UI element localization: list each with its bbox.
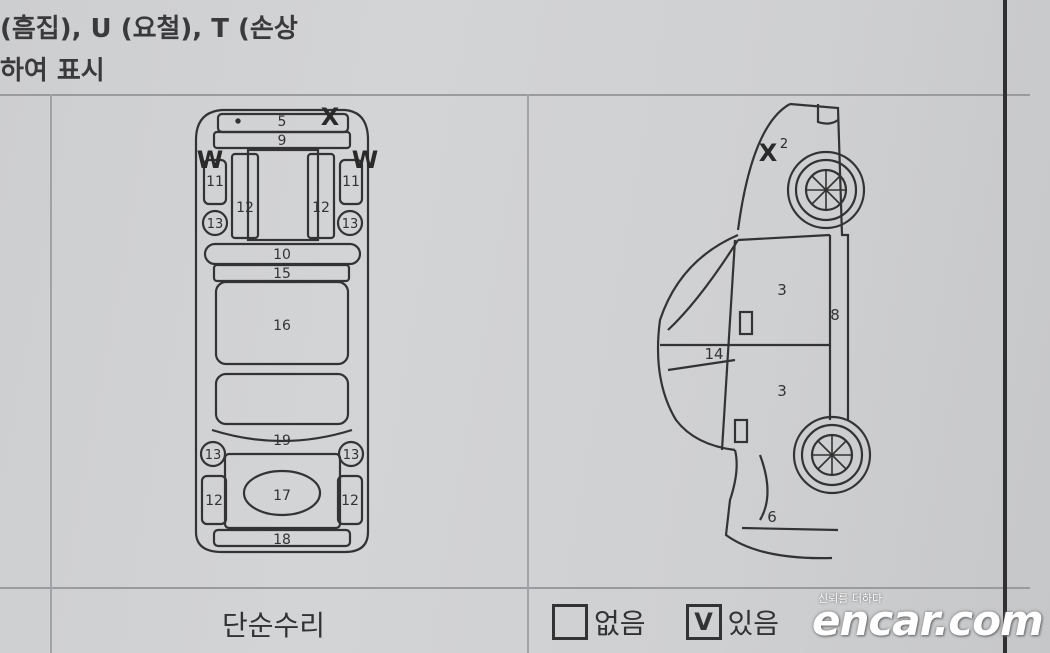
part-9: 9 [278,133,287,149]
watermark-tagline: 신뢰를 더하다 [818,592,883,605]
part-5: 5 [278,114,287,130]
simple-repair-label: 단순수리 [222,609,326,642]
part-13-rear-left: 13 [205,448,222,463]
damage-mark-w-left: W [197,146,223,174]
table-rule-top [0,94,1030,96]
column-divider-1 [50,94,52,653]
checkbox-yes[interactable]: V [685,604,722,640]
part-3-upper: 3 [777,281,787,299]
car-top-view: 5 9 11 11 12 12 13 13 10 15 16 19 13 13 … [194,103,378,554]
option-label-none: 없음 [594,607,646,640]
part-6: 6 [767,508,777,526]
column-divider-2 [527,94,529,653]
part-12-front-right: 12 [312,200,330,216]
legend-line-1: (흠집), U (요철), T (손상 [0,14,298,44]
part-19: 19 [273,433,291,449]
part-11-right: 11 [342,174,360,190]
part-13-front-left: 13 [207,217,224,232]
watermark-logo: encar.com [812,596,1044,645]
table-rule-bottom [0,587,1030,589]
part-15: 15 [273,266,291,282]
part-18: 18 [273,532,291,548]
damage-mark-w-right: W [352,146,378,174]
damage-mark-x-count: 2 [780,137,788,152]
part-10: 10 [273,247,291,263]
part-12-rear-left: 12 [205,493,223,509]
legend-line-2: 하여 표시 [0,56,105,86]
part-8: 8 [830,306,840,324]
damage-mark-x-roof: X [321,103,340,131]
part-16: 16 [273,318,291,334]
part-13-rear-right: 13 [343,448,360,463]
part-17: 17 [273,488,291,504]
option-label-yes: 있음 [727,607,780,640]
repair-checkbox-row: 없음 V 있음 [552,600,819,644]
part-12-rear-right: 12 [341,493,359,509]
part-11-left: 11 [206,174,224,190]
damage-mark-x-side: X [759,139,778,167]
car-side-view: 3 3 8 14 6 X 2 [656,102,872,560]
part-13-front-right: 13 [342,217,359,232]
checkbox-none[interactable] [552,604,588,640]
page-border-right [1003,0,1007,653]
part-3-lower: 3 [777,382,787,400]
part-12-front-left: 12 [236,200,254,216]
part-14: 14 [704,345,723,363]
